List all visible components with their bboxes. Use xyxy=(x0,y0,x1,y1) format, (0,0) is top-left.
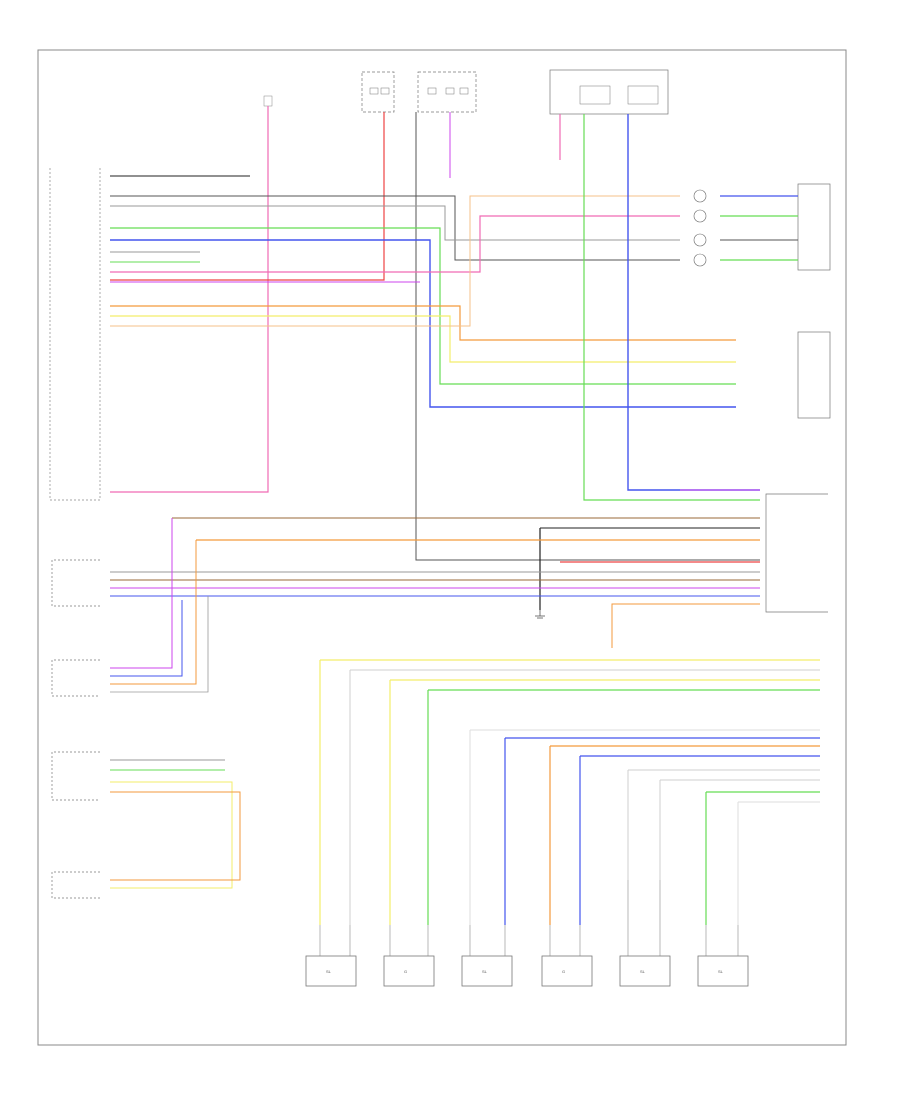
wire-yellow-c3 xyxy=(110,781,233,889)
bus-gray-10 xyxy=(659,779,820,880)
component-6-symbol: SL xyxy=(718,969,724,974)
left-module-connector xyxy=(49,168,101,501)
wire-lightorange-2 xyxy=(110,195,680,327)
component-3: SL xyxy=(461,955,513,987)
wire-pink-top xyxy=(110,106,269,493)
component-6: SL xyxy=(697,955,749,987)
wire-green-power xyxy=(583,114,760,501)
component-5: SL xyxy=(619,955,671,987)
bus-blue-8 xyxy=(579,755,820,925)
component-1: SL xyxy=(305,955,357,987)
bus-orange-7 xyxy=(549,745,820,925)
bus-green-4 xyxy=(427,689,820,925)
bus-blue-6 xyxy=(504,737,820,925)
bus-yellow-1 xyxy=(319,659,820,925)
wire-blue-power xyxy=(627,114,760,491)
bottom-components: SL G SL G SL SL xyxy=(305,955,749,987)
diagram-frame xyxy=(37,49,847,1046)
left-module-a xyxy=(51,559,100,607)
right-connector-upper xyxy=(797,183,831,271)
bus-yellow-3 xyxy=(389,679,820,925)
wire-pink-2 xyxy=(110,215,680,273)
component-4: G xyxy=(541,955,593,987)
component-2: G xyxy=(383,955,435,987)
wire-darkgray-fuse xyxy=(415,112,760,561)
wire-blue-left-link xyxy=(110,600,183,677)
wire-gray-left-link xyxy=(110,596,209,693)
right-connector-lower xyxy=(765,493,828,613)
top-left-connector xyxy=(263,95,273,107)
bus-lightgray-12 xyxy=(737,801,820,925)
left-module-c xyxy=(51,751,100,801)
power-module-box xyxy=(549,69,669,115)
ground-icon xyxy=(535,610,545,619)
wire-red-fuse xyxy=(110,112,385,281)
bus-gray-9 xyxy=(627,769,820,880)
component-5-symbol: SL xyxy=(640,969,646,974)
inline-connectors xyxy=(693,189,707,267)
bus-green-11 xyxy=(705,791,820,925)
left-module-b xyxy=(51,659,100,697)
wire-violet-left-link xyxy=(110,518,173,669)
wire-orange-c4 xyxy=(110,791,241,881)
wire-gray-1 xyxy=(110,205,680,241)
component-3-symbol: SL xyxy=(482,969,488,974)
right-connector-middle xyxy=(797,331,831,419)
component-4-symbol: G xyxy=(562,969,565,974)
fuse-box-middle xyxy=(417,71,477,113)
wire-yellow-2 xyxy=(110,315,736,363)
bus-gray-2 xyxy=(349,669,820,925)
component-2-symbol: G xyxy=(404,969,407,974)
component-leads xyxy=(319,880,739,956)
wire-blue-1 xyxy=(110,239,736,408)
fuse-box-left xyxy=(361,71,395,113)
wire-orange-lower-3 xyxy=(611,603,760,648)
wire-orange-2 xyxy=(110,305,736,341)
wire-darkgray-1 xyxy=(110,195,680,261)
wire-orange-left-link xyxy=(110,540,197,685)
bus-lightgray-5 xyxy=(469,729,820,925)
left-module-d xyxy=(51,871,100,899)
component-1-symbol: SL xyxy=(326,969,332,974)
